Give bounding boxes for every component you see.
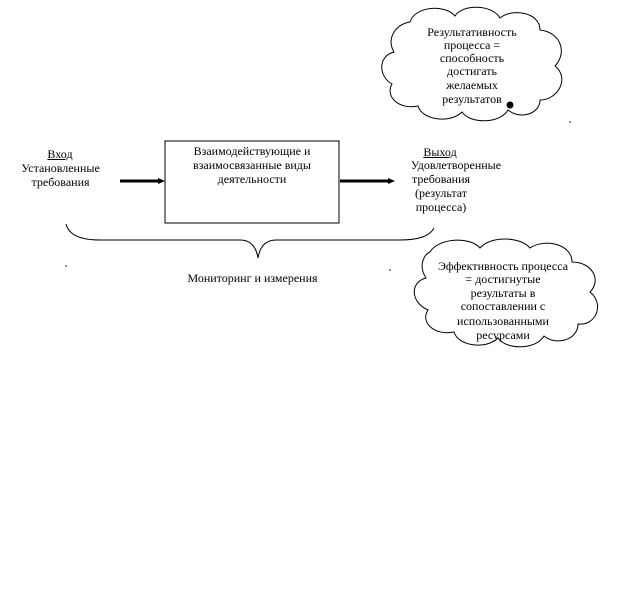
output-line-1: Удовлетворенные xyxy=(410,158,502,172)
process-line-2: взаимосвязанные виды xyxy=(193,158,311,172)
process-line-1: Взаимодействующие и xyxy=(193,144,311,158)
effectiveness-line-1: Результативность xyxy=(427,25,517,39)
efficiency-cloud-shape xyxy=(413,238,599,348)
input-line-2: требования xyxy=(31,175,90,189)
effectiveness-line-5: желаемых xyxy=(446,78,498,92)
efficiency-line-3: результаты в xyxy=(470,286,536,300)
efficiency-line-6: ресурсами xyxy=(476,328,530,342)
effectiveness-line-3: способность xyxy=(439,51,505,65)
input-line-1: Установленные xyxy=(21,161,100,175)
effectiveness-line-4: достигать xyxy=(446,64,498,78)
output-arrow xyxy=(340,178,395,184)
process-line-3: деятельности xyxy=(217,172,287,186)
effectiveness-line-2: процесса = xyxy=(443,38,501,52)
efficiency-line-1: Эффективность процесса xyxy=(437,259,569,273)
effectiveness-cloud-shape xyxy=(381,6,563,122)
input-arrow xyxy=(120,178,165,184)
effectiveness-line-6: результатов xyxy=(442,92,502,106)
process-box xyxy=(164,140,340,224)
efficiency-line-4: сопоставлении с xyxy=(460,299,546,313)
efficiency-line-2: = достигнутые xyxy=(465,272,541,286)
input-heading: Вход xyxy=(47,147,73,161)
output-line-3: (результат xyxy=(414,186,468,200)
monitoring-brace xyxy=(65,223,435,259)
efficiency-line-5: использованными xyxy=(457,314,549,328)
output-line-2: требования xyxy=(411,172,471,186)
output-heading: Выход xyxy=(423,145,457,159)
output-line-4: процесса) xyxy=(415,200,467,214)
monitoring-label: Мониторинг и измерения xyxy=(187,271,318,285)
